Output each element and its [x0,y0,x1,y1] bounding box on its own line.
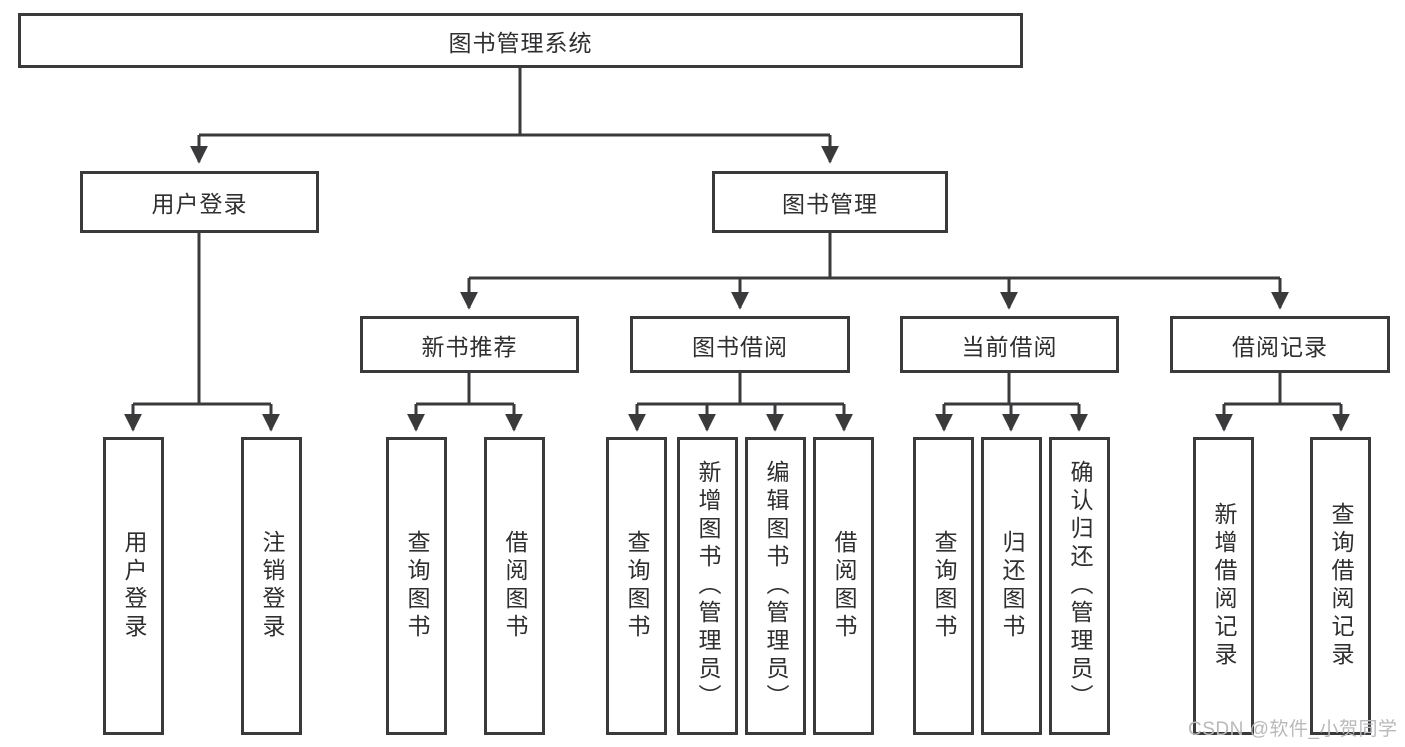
node-root-library-system[interactable]: 图书管理系统 [18,13,1023,68]
node-label: 查询图书 [931,530,957,642]
node-label: 图书借阅 [692,333,788,360]
node-label: 注销登录 [259,530,285,642]
node-label: 查询图书 [404,530,430,642]
leaf-query-book-recommend[interactable]: 查询图书 [386,437,447,735]
node-label: 借阅图书 [831,530,857,642]
node-label: 归还图书 [999,530,1025,642]
leaf-confirm-return-admin[interactable]: 确认归还（管理员） [1049,437,1110,735]
leaf-user-login[interactable]: 用户登录 [103,437,164,735]
leaf-add-borrow-record[interactable]: 新增借阅记录 [1193,437,1254,735]
leaf-borrow-book[interactable]: 借阅图书 [813,437,874,735]
node-label: 新增图书（管理员） [695,460,721,712]
node-label: 新书推荐 [421,333,518,360]
node-label: 借阅记录 [1232,333,1328,360]
node-borrow-record[interactable]: 借阅记录 [1170,316,1390,373]
node-label: 用户登录 [151,191,248,217]
node-label: 当前借阅 [961,333,1058,360]
node-label: 新增借阅记录 [1211,502,1237,670]
node-label: 确认归还（管理员） [1067,460,1093,712]
leaf-logout-login[interactable]: 注销登录 [241,437,302,735]
leaf-return-book[interactable]: 归还图书 [981,437,1042,735]
leaf-query-borrow-record[interactable]: 查询借阅记录 [1310,437,1371,735]
leaf-borrow-book-recommend[interactable]: 借阅图书 [484,437,545,735]
watermark: CSDN @软件_小贺同学 [1188,719,1398,740]
node-label: 图书管理系统 [448,29,593,56]
node-book-management[interactable]: 图书管理 [712,171,948,233]
node-label: 图书管理 [782,191,878,217]
node-label: 查询借阅记录 [1328,502,1354,670]
node-label: 借阅图书 [502,530,528,642]
node-user-login[interactable]: 用户登录 [80,171,319,233]
node-new-book-recommend[interactable]: 新书推荐 [360,316,579,373]
node-label: 用户登录 [121,530,147,642]
node-label: 编辑图书（管理员） [763,460,789,712]
leaf-query-book-current[interactable]: 查询图书 [913,437,974,735]
leaf-query-book-borrow[interactable]: 查询图书 [606,437,667,735]
node-current-borrow[interactable]: 当前借阅 [900,316,1119,373]
node-label: 查询图书 [624,530,650,642]
leaf-add-book-admin[interactable]: 新增图书（管理员） [677,437,738,735]
leaf-edit-book-admin[interactable]: 编辑图书（管理员） [745,437,806,735]
node-book-borrow[interactable]: 图书借阅 [630,316,850,373]
